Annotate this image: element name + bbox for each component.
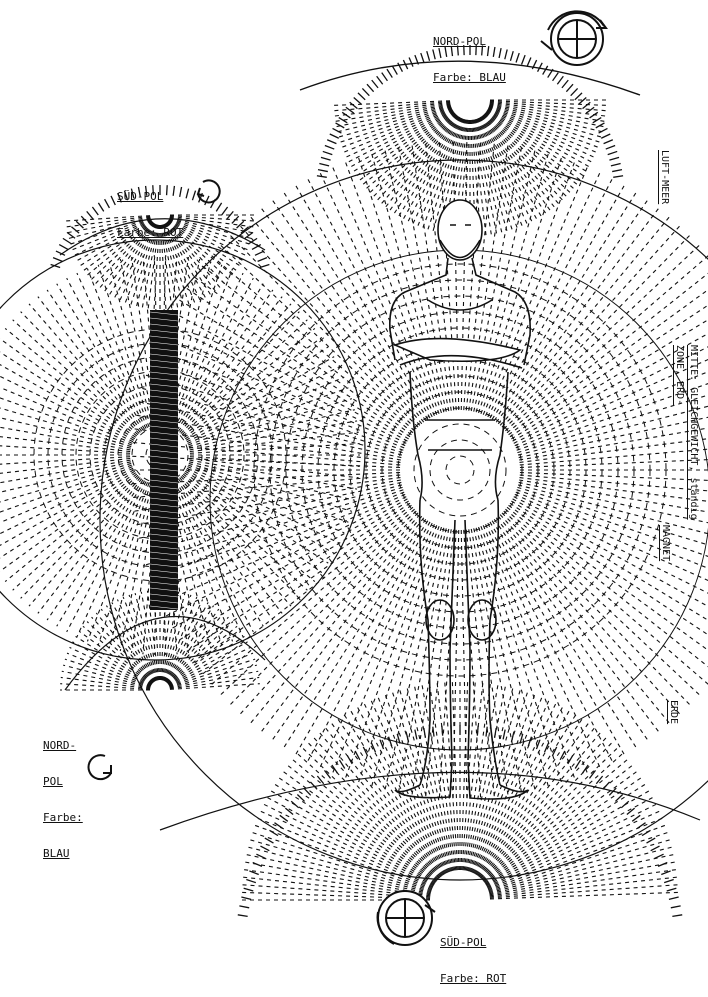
rotation-arrow-icon-lower <box>89 755 111 779</box>
bottom-south-pole-label: SÜD-POL Farbe: ROT <box>440 913 506 997</box>
lower-left-north-pole-line1: NORD- <box>43 740 83 752</box>
lower-left-north-pole-line3: Farbe: <box>43 812 83 824</box>
lower-left-north-pole-line2: POL <box>43 776 83 788</box>
side-text-zone: ZONE, ERD- <box>674 345 685 405</box>
side-text-magnet: MAGNET <box>660 525 671 561</box>
side-text-air-sea: LUFT-MEER <box>659 150 670 204</box>
bar-magnet <box>150 310 178 610</box>
top-north-pole-title: NORD-POL <box>433 36 506 48</box>
upper-left-south-pole-label: SÜD-POL Farbe: ROT <box>117 167 183 251</box>
bottom-south-pole-color: Farbe: ROT <box>440 973 506 985</box>
field-lines <box>0 45 708 916</box>
lower-left-north-pole-line4: BLAU <box>43 848 83 860</box>
upper-left-south-pole-title: SÜD-POL <box>117 191 183 203</box>
upper-left-south-pole-color: Farbe: ROT <box>117 227 183 239</box>
magnetic-field-illustration <box>0 0 708 955</box>
top-pole-dial-icon <box>541 11 606 65</box>
bottom-south-pole-title: SÜD-POL <box>440 937 506 949</box>
top-north-pole-label: NORD-POL Farbe: BLAU <box>433 12 506 96</box>
side-text-earth: ERDE <box>668 700 679 724</box>
rotation-arrow-icon <box>198 180 220 202</box>
top-north-pole-color: Farbe: BLAU <box>433 72 506 84</box>
side-text-balance: MITTE: GLEICHGEWICHT, ständig <box>688 345 699 520</box>
lower-left-north-pole-label: NORD- POL Farbe: BLAU <box>43 716 83 872</box>
